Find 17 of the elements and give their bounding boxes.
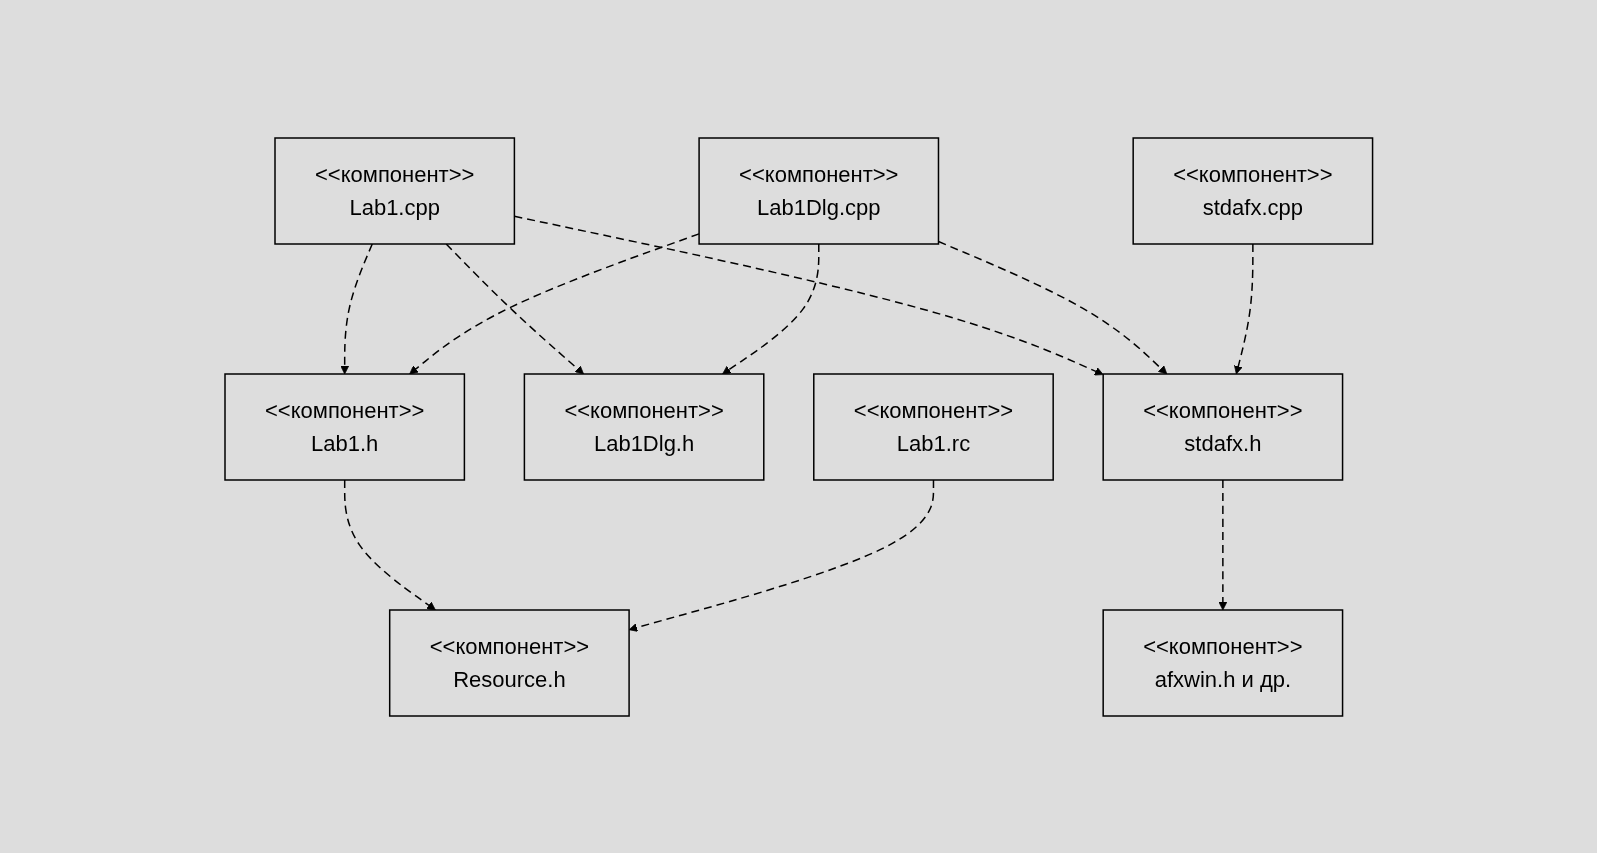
node-box: <<компонент>> Lab1.rc: [812, 372, 1054, 481]
node-box: <<компонент>> Lab1.cpp: [273, 136, 515, 245]
arrow: [1233, 242, 1254, 374]
node-box: <<компонент>> Lab1Dlg.cpp: [698, 136, 939, 245]
node-box: <<компонент>> Resource.h: [388, 608, 630, 717]
node-box: <<компонент>> Lab1Dlg.h: [523, 372, 765, 481]
arrow: [937, 240, 1167, 374]
node-box: <<компонент>> Lab1.h: [223, 372, 465, 481]
arrow: [721, 242, 820, 374]
node-box: <<компонент>> stdafx.cpp: [1132, 136, 1374, 245]
arrow: [343, 478, 436, 610]
arrow: [628, 478, 934, 632]
arrow: [445, 242, 584, 374]
node-box: <<компонент>> stdafx.h: [1102, 372, 1344, 481]
arrow: [1218, 478, 1227, 610]
arrow: [340, 242, 373, 374]
node-box: <<компонент>> afxwin.h и др.: [1102, 608, 1344, 717]
